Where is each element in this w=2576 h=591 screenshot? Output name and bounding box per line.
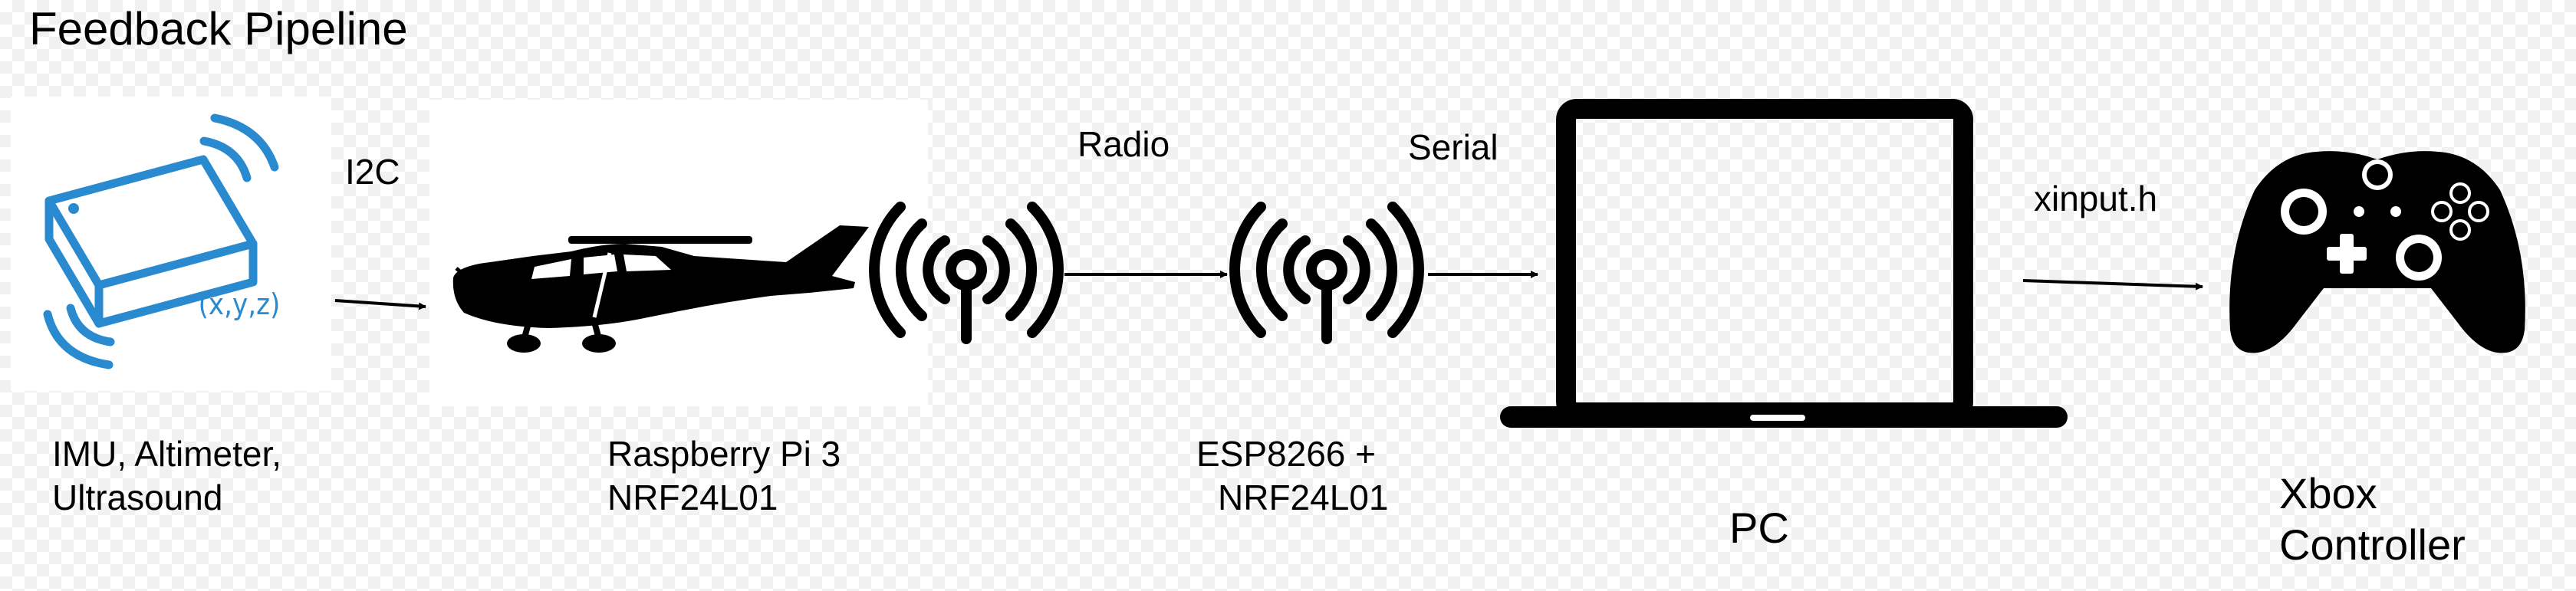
esp-antenna-icon [1229, 202, 1424, 344]
imu-label-line2: Ultrasound [52, 478, 223, 517]
connection-label-serial: Serial [1408, 127, 1499, 167]
esp-label-line1: ESP8266 + [1196, 434, 1377, 474]
arrow-xinput [2022, 279, 2203, 291]
xbox-label-line2: Controller [2279, 520, 2466, 569]
connection-label-i2c: I2C [345, 152, 400, 192]
gamepad-icon [2229, 151, 2525, 353]
connection-label-radio: Radio [1077, 124, 1170, 164]
laptop-icon [1500, 99, 2068, 428]
imu-sensor-icon: (x,y,z) [43, 113, 281, 369]
pc-label: PC [1729, 504, 1789, 552]
plane-label-line1: Raspberry Pi 3 [607, 434, 841, 474]
connection-label-xinput: xinput.h [2034, 179, 2158, 218]
radio-antenna-icon [869, 202, 1064, 344]
imu-label-line1: IMU, Altimeter, [52, 434, 282, 474]
airplane-icon [452, 225, 869, 353]
diagram-title: Feedback Pipeline [29, 3, 408, 54]
arrow-i2c [334, 299, 426, 310]
xbox-label-line1: Xbox [2279, 469, 2377, 517]
imu-icon-text: (x,y,z) [199, 287, 281, 321]
esp-label-line2: NRF24L01 [1218, 478, 1389, 517]
plane-label-line2: NRF24L01 [607, 478, 778, 517]
